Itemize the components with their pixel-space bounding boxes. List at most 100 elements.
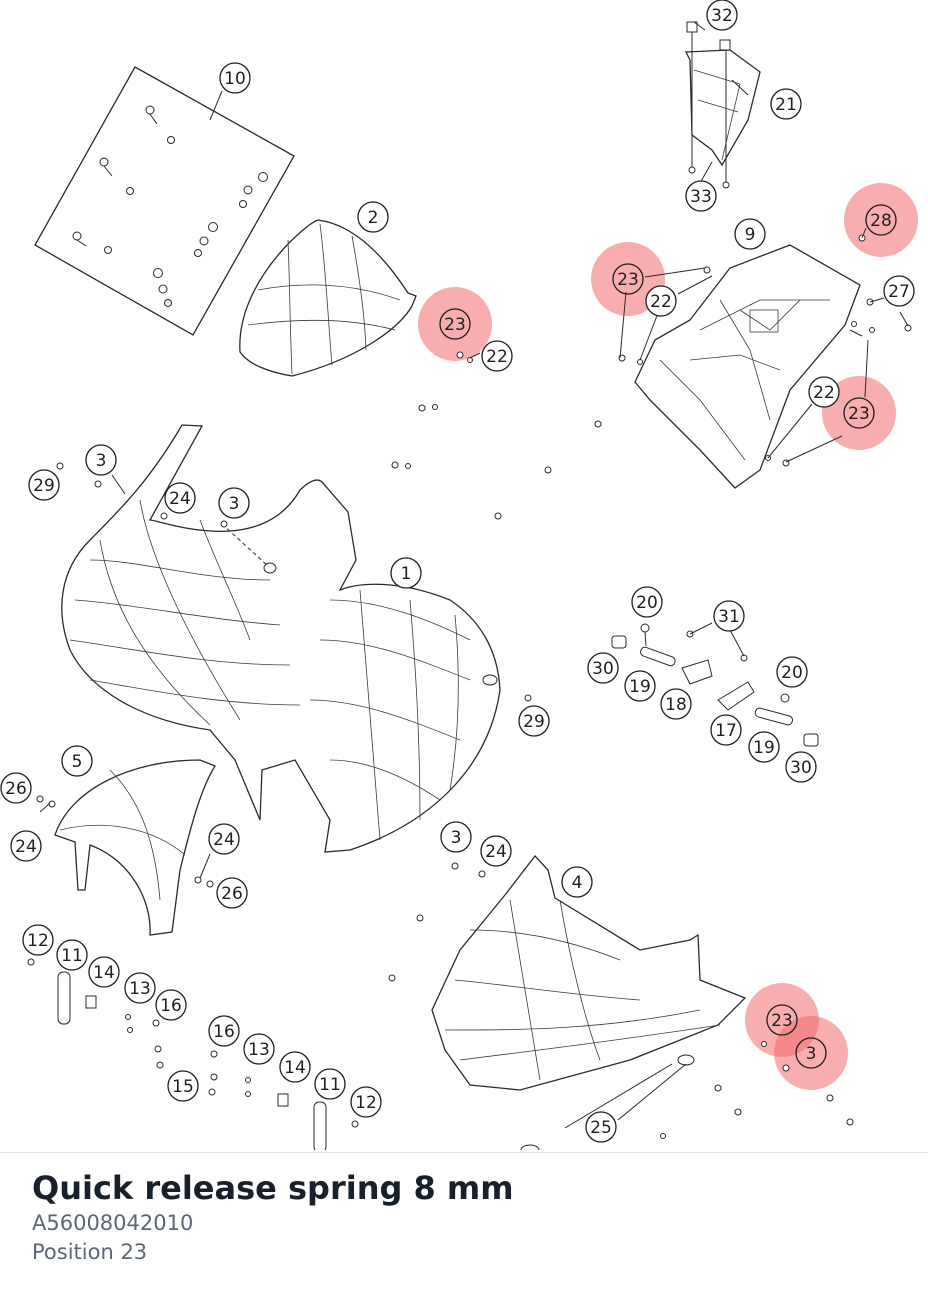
callout-11: 11 — [56, 939, 88, 971]
callout-24: 24 — [164, 482, 196, 514]
callout-2: 2 — [357, 201, 389, 233]
callout-label: 18 — [665, 695, 687, 715]
callout-label: 15 — [172, 1077, 194, 1097]
callout-label: 31 — [718, 607, 740, 627]
part-9-undertray — [634, 244, 861, 489]
callout-4: 4 — [561, 866, 593, 898]
highlight-halo — [774, 1016, 848, 1090]
callout-10: 10 — [219, 62, 251, 94]
callout-17: 17 — [710, 714, 742, 746]
callout-label: 14 — [93, 963, 115, 983]
callout-24: 24 — [10, 830, 42, 862]
callout-21: 21 — [770, 88, 802, 120]
callout-label: 17 — [715, 721, 737, 741]
callout-label: 19 — [753, 738, 775, 758]
part-4-belly-pan — [431, 854, 747, 1091]
callout-27: 27 — [883, 275, 915, 307]
callout-label: 24 — [169, 489, 191, 509]
callout-30: 30 — [785, 751, 817, 783]
callout-3: 3 — [85, 444, 117, 476]
callout-33: 33 — [685, 180, 717, 212]
part-title: Quick release spring 8 mm — [32, 1169, 514, 1207]
callout-label: 19 — [629, 677, 651, 697]
callout-label: 29 — [523, 712, 545, 732]
callout-1: 1 — [390, 557, 422, 589]
callout-19: 19 — [748, 731, 780, 763]
part-10-hardware-kit — [34, 66, 295, 336]
callout-label: 30 — [790, 758, 812, 778]
callout-24: 24 — [480, 835, 512, 867]
callout-label: 24 — [15, 837, 37, 857]
callout-label: 13 — [248, 1040, 270, 1060]
callout-label: 28 — [870, 211, 892, 231]
callout-label: 3 — [96, 451, 107, 471]
callout-label: 11 — [61, 946, 83, 966]
highlight-halo — [418, 287, 492, 361]
callout-label: 24 — [213, 830, 235, 850]
callout-3: 3 — [218, 487, 250, 519]
callout-label: 13 — [129, 979, 151, 999]
callout-label: 1 — [401, 564, 412, 584]
callout-label: 23 — [848, 404, 870, 424]
callout-23: 23 — [766, 1004, 798, 1036]
callout-label: 22 — [486, 347, 508, 367]
callout-label: 32 — [711, 6, 733, 26]
callout-24: 24 — [208, 823, 240, 855]
callout-26: 26 — [0, 772, 32, 804]
callout-28: 28 — [865, 204, 897, 236]
callout-label: 27 — [888, 282, 910, 302]
part-info-panel: Quick release spring 8 mm A56008042010 P… — [0, 1152, 928, 1291]
callout-label: 10 — [224, 69, 246, 89]
callout-label: 16 — [213, 1022, 235, 1042]
callout-22: 22 — [808, 376, 840, 408]
callout-label: 23 — [444, 315, 466, 335]
callout-30: 30 — [587, 652, 619, 684]
callout-14: 14 — [88, 956, 120, 988]
callout-label: 24 — [485, 842, 507, 862]
callout-9: 9 — [734, 218, 766, 250]
parts-17-to-31-hardware — [611, 623, 819, 747]
callout-label: 33 — [690, 187, 712, 207]
callout-19: 19 — [624, 670, 656, 702]
callout-29: 29 — [28, 469, 60, 501]
callout-20: 20 — [631, 586, 663, 618]
callout-13: 13 — [124, 972, 156, 1004]
callout-29: 29 — [518, 705, 550, 737]
loose-fasteners — [36, 234, 912, 1150]
callout-16: 16 — [208, 1015, 240, 1047]
callout-16: 16 — [155, 989, 187, 1021]
callout-31: 31 — [713, 600, 745, 632]
callout-label: 29 — [33, 476, 55, 496]
callout-label: 12 — [355, 1093, 377, 1113]
callout-12: 12 — [350, 1086, 382, 1118]
part-5-front-mudguard — [54, 759, 216, 936]
callout-23: 23 — [612, 263, 644, 295]
callout-label: 3 — [229, 494, 240, 514]
highlight-halo — [822, 376, 896, 450]
callout-label: 5 — [72, 752, 83, 772]
callout-14: 14 — [279, 1051, 311, 1083]
callout-label: 4 — [572, 873, 583, 893]
callout-label: 30 — [592, 659, 614, 679]
callout-22: 22 — [481, 340, 513, 372]
callout-3: 3 — [440, 821, 472, 853]
callout-23: 23 — [439, 308, 471, 340]
callout-label: 11 — [319, 1075, 341, 1095]
callout-label: 2 — [368, 208, 379, 228]
callout-13: 13 — [243, 1033, 275, 1065]
part-21-bracket — [684, 21, 761, 189]
callout-label: 3 — [451, 828, 462, 848]
callout-11: 11 — [314, 1068, 346, 1100]
part-number: A56008042010 — [32, 1211, 194, 1235]
callout-5: 5 — [61, 745, 93, 777]
callout-18: 18 — [660, 688, 692, 720]
callout-label: 12 — [27, 931, 49, 951]
callout-label: 16 — [160, 996, 182, 1016]
highlight-layer — [418, 183, 918, 1090]
part-1-main-fairing — [61, 424, 501, 853]
callout-22: 22 — [645, 285, 677, 317]
callout-label: 3 — [806, 1044, 817, 1064]
callout-label: 23 — [617, 270, 639, 290]
